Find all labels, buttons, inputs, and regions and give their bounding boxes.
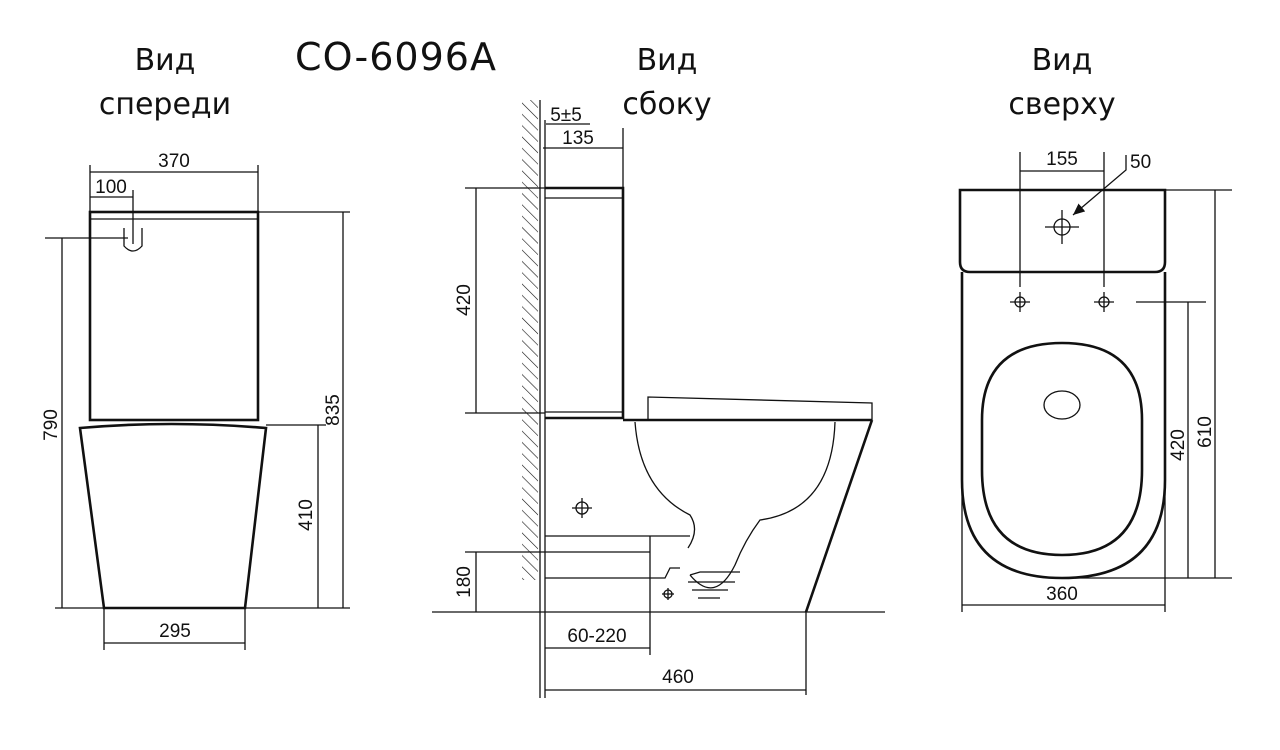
dim-420-top: 420 — [1168, 429, 1189, 461]
dim-5-5: 5±5 — [550, 105, 582, 126]
crosshair-icon — [1094, 292, 1114, 312]
front-view-subtitle: спереди — [99, 87, 231, 122]
side-view-title: Вид — [637, 43, 698, 78]
dim-135: 135 — [562, 128, 594, 149]
dim-410: 410 — [296, 499, 317, 531]
dim-360: 360 — [1046, 584, 1078, 605]
dim-50: 50 — [1130, 152, 1151, 173]
dim-835: 835 — [323, 394, 344, 426]
front-bowl — [78, 422, 268, 610]
front-tank — [88, 210, 260, 422]
crosshair-icon — [572, 498, 592, 518]
wall-hatch — [522, 100, 538, 580]
top-tank — [958, 188, 1167, 274]
flush-hole-icon — [1045, 210, 1079, 244]
front-view-title: Вид — [135, 43, 196, 78]
dim-60-220: 60-220 — [567, 626, 626, 647]
dim-610: 610 — [1195, 416, 1216, 448]
top-bowl — [960, 272, 1167, 580]
dim-155: 155 — [1046, 149, 1078, 170]
dim-295: 295 — [159, 621, 191, 642]
model-name: CO-6096A — [295, 35, 497, 79]
side-view: 5±5 135 420 180 60-220 460 — [432, 100, 885, 698]
dim-790: 790 — [41, 409, 62, 441]
dim-180: 180 — [454, 566, 475, 598]
flush-button-icon — [123, 228, 143, 252]
side-view-subtitle: сбоку — [622, 87, 711, 122]
top-view-title: Вид — [1032, 43, 1093, 78]
dim-420-side: 420 — [454, 284, 475, 316]
side-tank — [545, 186, 625, 420]
top-view-subtitle: сверху — [1008, 87, 1115, 122]
crosshair-icon — [662, 588, 674, 600]
toilet-seat — [980, 341, 1144, 557]
seat-hole — [1043, 390, 1081, 420]
dim-100: 100 — [95, 177, 127, 198]
crosshair-icon — [1010, 292, 1030, 312]
top-view: 155 50 610 420 360 — [958, 149, 1232, 612]
front-view: 370 100 790 835 410 295 — [41, 151, 350, 650]
dim-460: 460 — [662, 667, 694, 688]
dim-370: 370 — [158, 151, 190, 172]
